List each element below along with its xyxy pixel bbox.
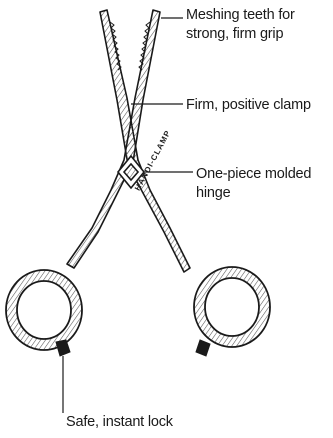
callout-leaders (63, 18, 193, 413)
callout-teeth-line1: Meshing teeth for (186, 6, 331, 25)
callout-hinge: One-piece molded hinge (196, 165, 331, 203)
finger-ring-left (6, 270, 82, 350)
callout-teeth: Meshing teeth for strong, firm grip (186, 6, 331, 44)
callout-hinge-line1: One-piece molded (196, 165, 331, 184)
finger-ring-right (194, 267, 270, 347)
callout-teeth-line2: strong, firm grip (186, 25, 331, 44)
callout-lock: Safe, instant lock (66, 413, 173, 432)
lock-tab (56, 340, 210, 356)
callout-clamp: Firm, positive clamp (186, 96, 331, 115)
callout-hinge-line2: hinge (196, 184, 331, 203)
